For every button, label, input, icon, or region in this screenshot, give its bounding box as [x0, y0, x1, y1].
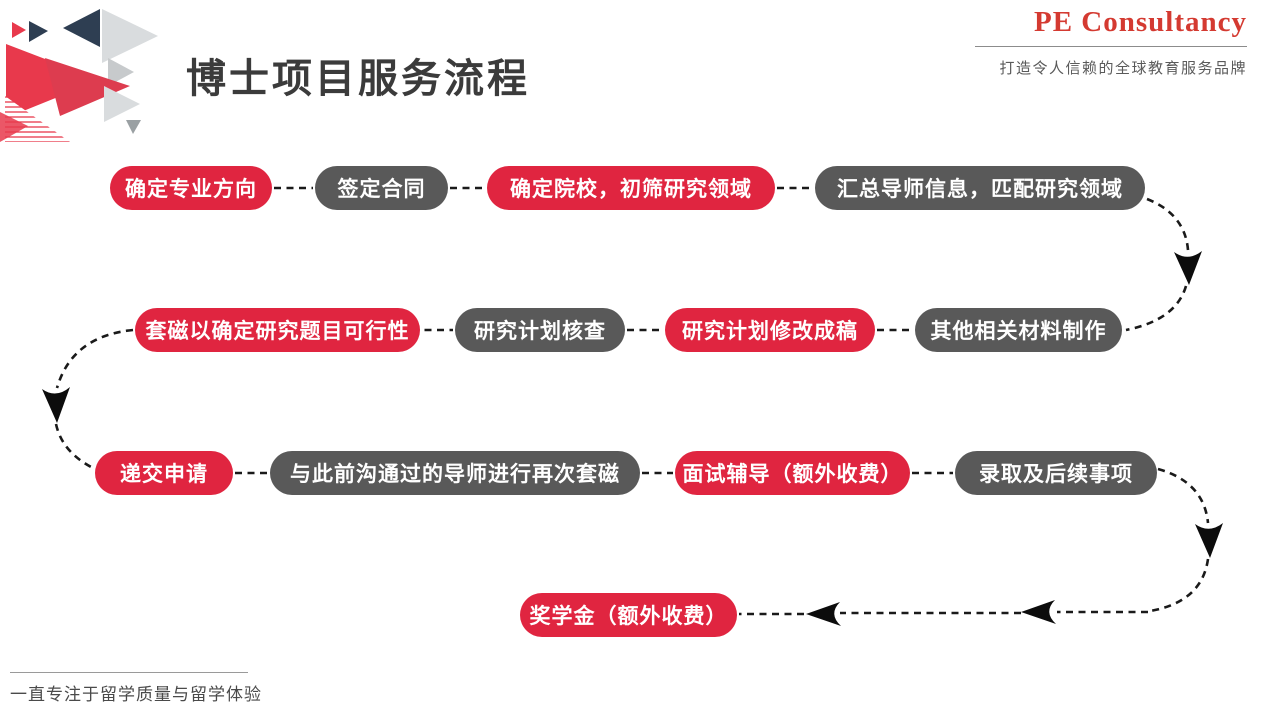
flow-node: 套磁以确定研究题目可行性 [135, 308, 420, 352]
flow-node: 奖学金（额外收费） [520, 593, 737, 637]
arrowhead-down-icon [1174, 251, 1202, 285]
flow-node: 其他相关材料制作 [915, 308, 1122, 352]
arrowhead-down-icon [1195, 523, 1223, 558]
arrowhead-left-icon [1021, 600, 1056, 624]
arrowhead-left-icon [806, 602, 841, 626]
brand-divider [975, 46, 1247, 47]
corner-decoration [0, 9, 158, 142]
flow-node: 面试辅导（额外收费） [675, 451, 910, 495]
flow-node: 研究计划核查 [455, 308, 625, 352]
flow-node: 汇总导师信息，匹配研究领域 [815, 166, 1145, 210]
dashed-connector [54, 186, 1210, 616]
flow-node: 递交申请 [95, 451, 233, 495]
page-title: 博士项目服务流程 [186, 57, 530, 101]
brand-tagline: 打造令人信赖的全球教育服务品牌 [999, 60, 1247, 77]
flow-node: 确定专业方向 [110, 166, 272, 210]
flow-node: 确定院校，初筛研究领域 [487, 166, 775, 210]
flow-node: 签定合同 [315, 166, 448, 210]
footer-divider [10, 672, 248, 673]
footer-slogan: 一直专注于留学质量与留学体验 [10, 685, 262, 704]
flow-node: 录取及后续事项 [955, 451, 1157, 495]
arrowhead-down-icon [42, 387, 70, 423]
pe-consultancy-logo: PE Consultancy [1033, 6, 1247, 38]
flow-node: 与此前沟通过的导师进行再次套磁 [270, 451, 640, 495]
brand-block: PE Consultancy 打造令人信赖的全球教育服务品牌 [947, 6, 1247, 78]
flow-node: 研究计划修改成稿 [665, 308, 875, 352]
